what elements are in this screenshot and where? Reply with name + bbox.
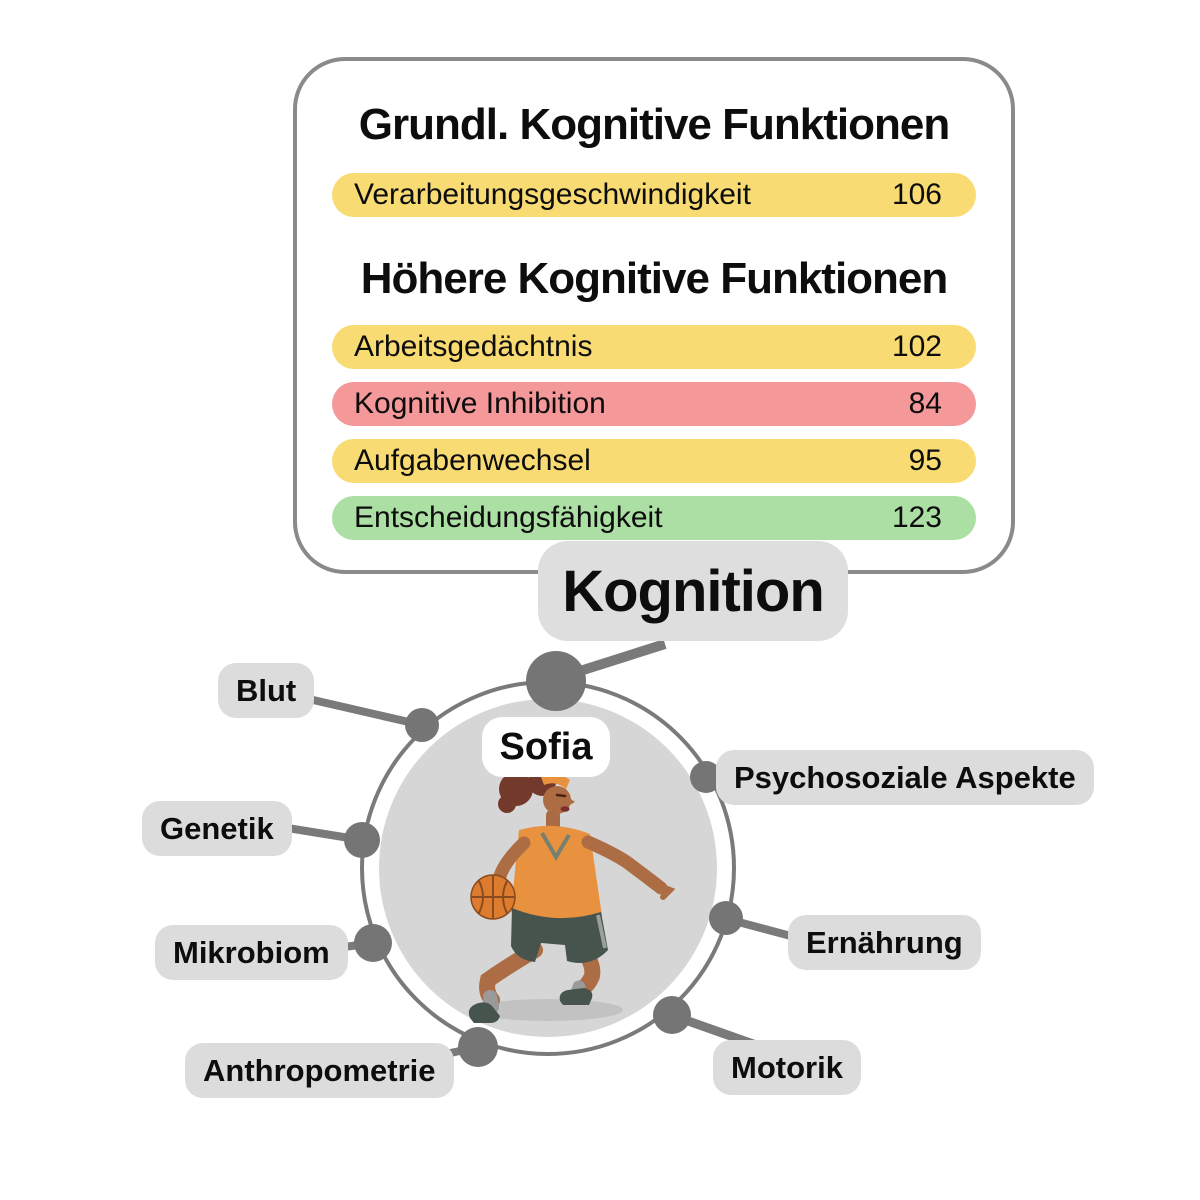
player-lips xyxy=(560,806,570,812)
satellite-label-psychosoziale[interactable]: Psychosoziale Aspekte xyxy=(716,750,1094,805)
section-heading-higher-cognitive: Höhere Kognitive Funktionen xyxy=(360,253,949,303)
score-label: Verarbeitungsgeschwindigkeit xyxy=(354,177,751,211)
connector-blut xyxy=(299,693,423,729)
node-dot-ernaehrung xyxy=(709,901,743,935)
node-dot-blut xyxy=(405,708,439,742)
player-hand xyxy=(657,883,676,900)
score-label: Aufgabenwechsel xyxy=(354,443,591,477)
player-eye xyxy=(555,793,567,798)
player-tank-top xyxy=(511,825,602,924)
player-extended-arm xyxy=(581,835,668,895)
player-left-sock xyxy=(483,990,499,1014)
score-row-verarbeitungsgeschwindigkeit: Verarbeitungsgeschwindigkeit 106 xyxy=(332,172,976,217)
player-right-shoe xyxy=(559,988,593,1005)
score-row-kognitive-inhibition: Kognitive Inhibition 84 xyxy=(332,381,976,426)
satellite-label-motorik[interactable]: Motorik xyxy=(713,1040,861,1095)
score-row-entscheidungsfaehigkeit: Entscheidungsfähigkeit 123 xyxy=(332,495,976,540)
node-dots xyxy=(344,651,743,1067)
player-nose xyxy=(568,797,575,806)
player-ponytail-curl xyxy=(498,795,516,813)
satellite-label-blut[interactable]: Blut xyxy=(218,663,315,718)
score-value: 106 xyxy=(891,177,942,211)
player-shorts xyxy=(511,908,608,963)
score-value: 102 xyxy=(891,329,942,363)
score-value: 84 xyxy=(908,386,942,420)
basketball-player-illustration xyxy=(468,768,676,1023)
score-value: 123 xyxy=(891,500,942,534)
tank-top-trim xyxy=(540,831,571,861)
node-dot-motorik xyxy=(653,996,691,1034)
satellite-label-genetik[interactable]: Genetik xyxy=(142,801,292,856)
player-headband xyxy=(541,774,570,789)
score-label: Arbeitsgedächtnis xyxy=(354,329,593,363)
satellite-label-anthropometrie[interactable]: Anthropometrie xyxy=(185,1043,454,1098)
player-left-shoe xyxy=(468,1002,500,1023)
shorts-stripe xyxy=(596,914,607,949)
score-row-aufgabenwechsel: Aufgabenwechsel 95 xyxy=(332,438,976,483)
score-row-arbeitsgedaechtnis: Arbeitsgedächtnis 102 xyxy=(332,324,976,369)
center-label-sofia[interactable]: Sofia xyxy=(482,717,610,777)
score-value: 95 xyxy=(908,443,942,477)
satellite-label-mikrobiom[interactable]: Mikrobiom xyxy=(155,925,348,980)
node-dot-genetik xyxy=(344,822,380,858)
score-label: Entscheidungsfähigkeit xyxy=(354,500,663,534)
node-dot-anthropometrie xyxy=(458,1027,498,1067)
section-heading-basic-cognitive: Grundl. Kognitive Funktionen xyxy=(358,100,950,149)
basketball xyxy=(470,874,516,920)
satellite-label-ernaehrung[interactable]: Ernährung xyxy=(788,915,981,970)
hub-label-kognition[interactable]: Kognition xyxy=(538,541,848,641)
score-label: Kognitive Inhibition xyxy=(354,386,606,420)
kognition-detail-panel: Grundl. Kognitive Funktionen Verarbeitun… xyxy=(293,57,1015,574)
node-dot-kognition xyxy=(526,651,586,711)
node-dot-psychosoziale xyxy=(690,761,722,793)
node-dot-mikrobiom xyxy=(354,924,392,962)
